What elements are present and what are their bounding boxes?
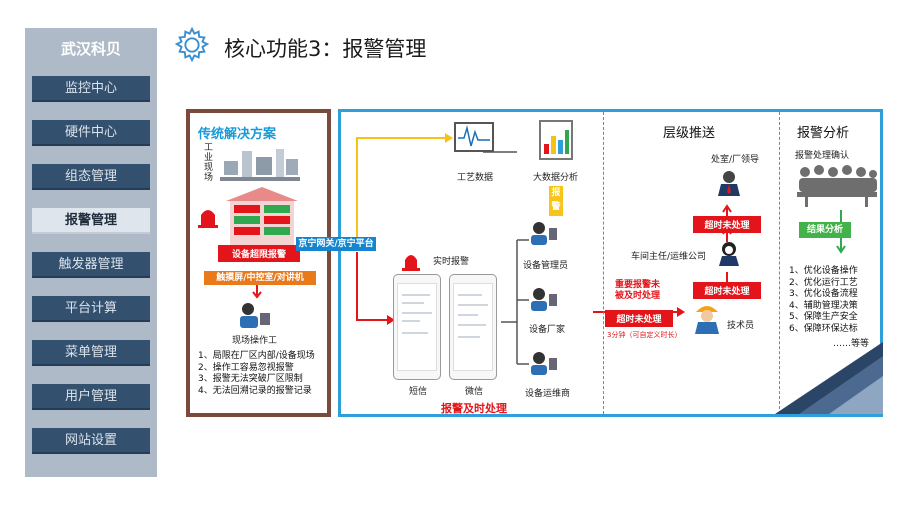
nav-item-monitor[interactable]: 监控中心: [32, 76, 150, 102]
nav-item-menu[interactable]: 菜单管理: [32, 340, 150, 366]
nav-item-alarm[interactable]: 报警管理: [32, 208, 150, 234]
control-panel-illustration: [226, 187, 298, 245]
realtime-alarm-icon: [402, 255, 420, 271]
nav-item-configuration[interactable]: 组态管理: [32, 164, 150, 190]
nav-item-site-settings[interactable]: 网站设置: [32, 428, 150, 454]
brand-title: 武汉科贝: [60, 40, 121, 58]
meeting-illustration: [797, 165, 877, 207]
arrow-down-icon: [252, 285, 262, 299]
tiered-push-title: 层级推送: [663, 126, 716, 141]
analysis-item: 6、保障环保达标: [789, 323, 858, 334]
page-title: 核心功能3：报警管理: [224, 37, 427, 61]
interval-note: 3分钟（可自定义时长）: [607, 331, 682, 339]
operator-icon: [240, 303, 270, 328]
platform-solution-panel: 工艺数据 大数据分析 报警 实时报警 短信 微信 设备管理员 设备厂家 设备运维…: [338, 109, 883, 417]
siren-icon: [198, 210, 218, 228]
analysis-item: 3、优化设备流程: [789, 289, 858, 299]
leader-label: 处室/厂领导: [711, 155, 760, 165]
issue-item: 2、操作工容易忽视报警: [198, 362, 294, 373]
traditional-title: 传统解决方案: [198, 127, 277, 142]
sidebar: 武汉科贝 监控中心 硬件中心 组态管理 报警管理 触发器管理 平台计算 菜单管理…: [25, 28, 157, 477]
issue-item: 4、无法回溯记录的报警记录: [198, 385, 312, 396]
important-alarm-note: 重要报警未 被及时处理: [615, 280, 661, 301]
nav-item-users[interactable]: 用户管理: [32, 384, 150, 410]
alarm-flow-diagram: 传统解决方案 工业现场 设备超限报警 触摸屏/中控室/对讲机 现场操作工 1、局…: [186, 109, 883, 417]
equip-operator-icon: [531, 352, 557, 375]
site-label: 工业现场: [204, 143, 214, 183]
analysis-item: 1、优化设备操作: [789, 266, 858, 276]
big-data-monitor-icon: [539, 120, 573, 160]
overtime-mid-box: 超时未处理: [693, 282, 761, 299]
wechat-phone-illustration: [449, 274, 497, 380]
alarm-analysis-title: 报警分析: [797, 126, 850, 141]
decorative-corner: [775, 342, 883, 414]
gear-icon: [174, 26, 210, 63]
analysis-items: 1、优化设备操作 2、优化运行工艺 3、优化设备流程 4、辅助管理决策 5、保障…: [789, 266, 858, 335]
process-data-label: 工艺数据: [457, 173, 494, 183]
overtime-top-box: 超时未处理: [693, 216, 761, 233]
workshop-manager-icon: [719, 242, 739, 266]
confirm-label: 报警处理确认: [795, 151, 850, 161]
traditional-issues: 1、局限在厂区内部/设备现场 2、操作工容易忽视报警 3、报警无法突破厂区限制 …: [198, 351, 315, 397]
realtime-alarm-label: 实时报警: [433, 257, 470, 267]
issue-item: 1、局限在厂区内部/设备现场: [198, 351, 315, 361]
equip-operator-label: 设备运维商: [525, 389, 571, 399]
factory-illustration: [220, 149, 300, 181]
overlimit-alarm-box: 设备超限报警: [218, 245, 300, 262]
wechat-label: 微信: [465, 387, 484, 397]
gateway-platform-box: 京宁网关/京宁平台: [296, 237, 376, 251]
analysis-item: 5、保障生产安全: [789, 312, 858, 322]
equip-vendor-icon: [531, 288, 557, 311]
analysis-item: 4、辅助管理决策: [789, 300, 858, 311]
etc-label: ……等等: [833, 339, 870, 349]
alarm-push-box: 报警: [549, 186, 563, 216]
sms-label: 短信: [409, 387, 428, 397]
overtime-low-box: 超时未处理: [605, 310, 673, 327]
traditional-solution-panel: 传统解决方案 工业现场 设备超限报警 触摸屏/中控室/对讲机 现场操作工 1、局…: [186, 109, 331, 417]
result-analysis-box: 结果分析: [799, 222, 851, 238]
leader-icon: [718, 171, 740, 196]
process-data-monitor-icon: [454, 122, 494, 152]
section-divider: [779, 112, 780, 414]
technician-icon: [695, 306, 719, 334]
nav-item-trigger[interactable]: 触发器管理: [32, 252, 150, 278]
sms-phone-illustration: [393, 274, 441, 380]
touchscreen-box: 触摸屏/中控室/对讲机: [204, 271, 316, 285]
big-data-label: 大数据分析: [533, 173, 579, 183]
technician-label: 技术员: [727, 321, 755, 331]
equip-vendor-label: 设备厂家: [529, 325, 566, 335]
section-divider: [603, 112, 604, 414]
issue-item: 3、报警无法突破厂区限制: [198, 374, 303, 384]
nav-item-platform-compute[interactable]: 平台计算: [32, 296, 150, 322]
workshop-label: 车间主任/运维公司: [631, 252, 707, 262]
operator-label: 现场操作工: [232, 336, 278, 346]
nav-item-hardware[interactable]: 硬件中心: [32, 120, 150, 146]
equip-admin-label: 设备管理员: [523, 261, 569, 271]
analysis-item: 2、优化运行工艺: [789, 277, 858, 288]
timely-handling-label: 报警及时处理: [441, 402, 507, 415]
equip-admin-icon: [531, 222, 557, 245]
